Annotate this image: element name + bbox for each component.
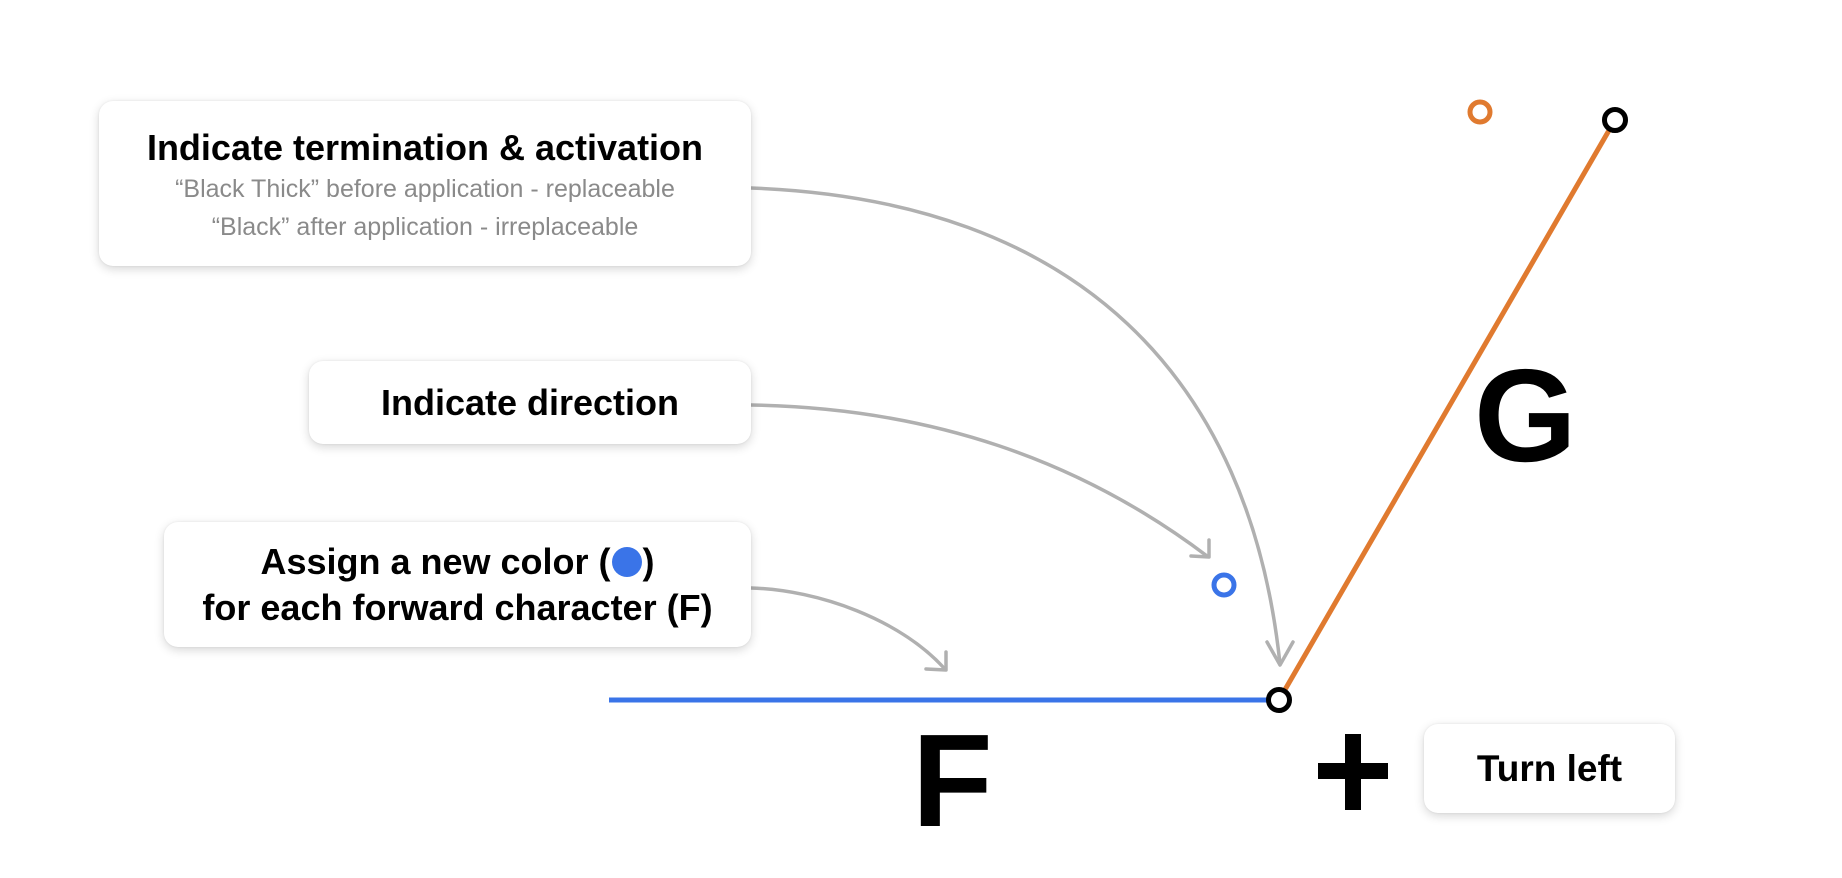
arrow-color xyxy=(749,586,946,670)
direction-card-title: Indicate direction xyxy=(380,381,680,423)
direction-card: Indicate direction xyxy=(309,361,751,444)
direction-marker-orange xyxy=(1467,99,1493,125)
termination-card-title: Indicate termination & activation xyxy=(146,126,704,168)
activation-marker xyxy=(1602,107,1628,133)
plus-symbol-icon xyxy=(1318,734,1394,810)
color-card-line1-before: Assign a new color ( xyxy=(260,540,611,582)
next-symbol: G xyxy=(1474,342,1577,489)
color-card-line2: for each forward character (F) xyxy=(202,586,713,628)
termination-card-line-after: “Black” after application - irreplaceabl… xyxy=(211,212,639,241)
blue-color-dot-icon xyxy=(611,546,642,577)
termination-card: Indicate termination & activation “Black… xyxy=(99,101,751,266)
termination-card-line-before: “Black Thick” before application - repla… xyxy=(175,174,675,203)
plus-bar-vertical xyxy=(1345,734,1361,810)
next-segment xyxy=(1276,118,1618,702)
direction-marker-blue xyxy=(1211,572,1237,598)
arrow-direction xyxy=(749,403,1209,558)
arrow-color-head xyxy=(924,650,948,672)
arrow-direction-head xyxy=(1189,538,1211,559)
termination-marker xyxy=(1266,687,1292,713)
turn-card: Turn left xyxy=(1424,724,1675,813)
forward-symbol: F xyxy=(912,707,993,854)
color-card-line1-after: ) xyxy=(642,540,655,582)
arrow-termination-head xyxy=(1265,640,1295,667)
turn-card-title: Turn left xyxy=(1476,747,1623,789)
color-card: Assign a new color () for each forward c… xyxy=(164,522,751,647)
arrow-termination xyxy=(749,186,1282,666)
color-card-line1: Assign a new color () xyxy=(260,539,654,585)
